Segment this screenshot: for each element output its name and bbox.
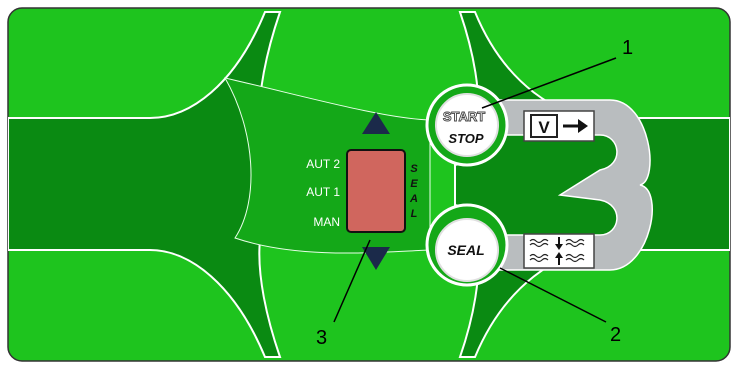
seal-vertical-letter: S	[410, 163, 418, 175]
seal-vertical-letter: E	[410, 178, 418, 190]
speed-v-label: V	[538, 118, 550, 137]
seal-vertical-letter: A	[409, 193, 418, 205]
callout-number-3: 3	[316, 327, 327, 349]
start-stop-button[interactable]: START STOP	[425, 83, 509, 167]
seal-bars-icon	[523, 233, 595, 269]
triangle-up-icon[interactable]	[362, 112, 390, 134]
callout-number-1: 1	[622, 37, 633, 59]
mode-label-aut1: AUT 1	[306, 185, 340, 199]
mode-label-man: MAN	[313, 215, 340, 229]
callout-line-3	[333, 239, 371, 323]
callout-line-2	[499, 267, 607, 323]
seal-button-label: SEAL	[447, 242, 484, 258]
mode-display	[346, 149, 406, 233]
stop-label: STOP	[448, 131, 483, 146]
mode-label-aut2: AUT 2	[306, 157, 340, 171]
seal-button[interactable]: SEAL	[425, 203, 509, 287]
callout-number-2: 2	[610, 324, 621, 346]
speed-v-box	[530, 114, 558, 138]
speed-indicator: V	[523, 110, 595, 142]
triangle-down-icon[interactable]	[362, 247, 390, 270]
arrow-right-icon	[563, 119, 588, 133]
seal-vertical-letter: L	[411, 208, 418, 220]
start-label: START	[443, 109, 485, 124]
callout-line-1	[481, 57, 617, 109]
